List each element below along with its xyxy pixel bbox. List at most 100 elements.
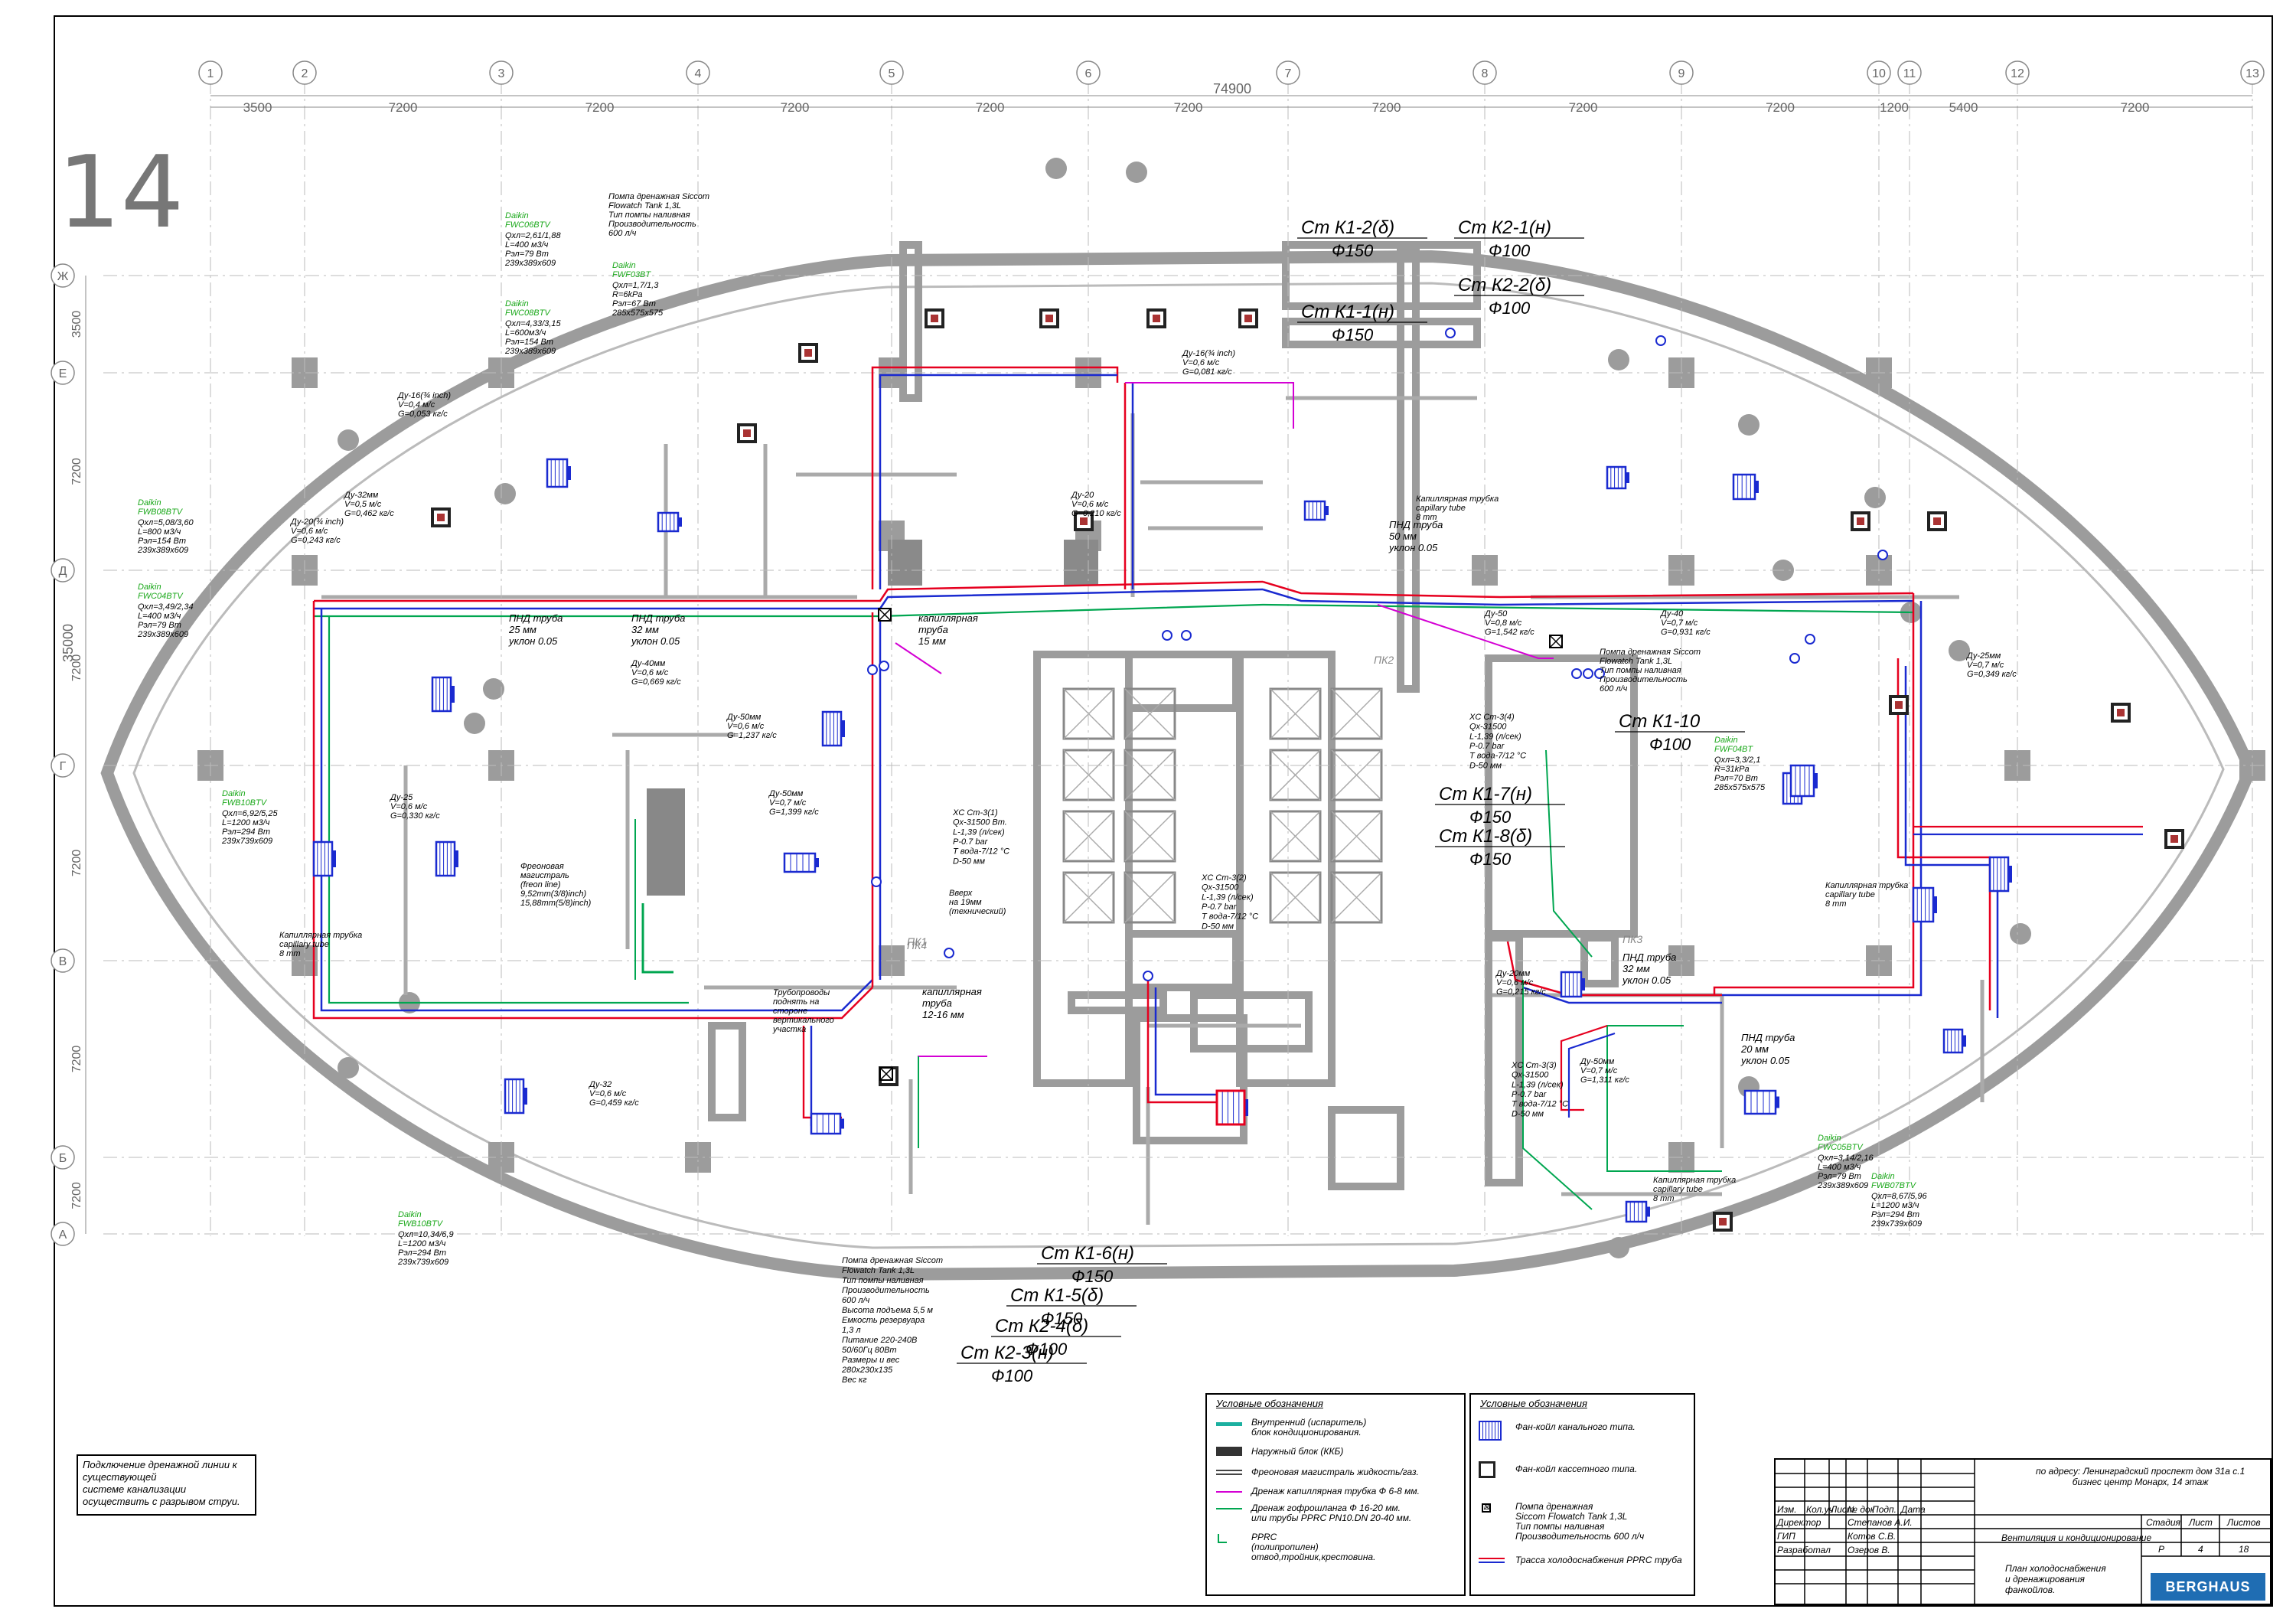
riser-diameter: Ф100 xyxy=(991,1366,1033,1385)
axis-number: 1 xyxy=(207,67,214,80)
duct-fancoil xyxy=(1789,764,1818,798)
core-wall xyxy=(1485,654,1638,938)
outdoor-unit-swatch xyxy=(1216,1447,1242,1456)
core-wall xyxy=(1133,1014,1247,1144)
lift-shaft-diag xyxy=(1124,688,1176,739)
lift-shaft-diag xyxy=(1270,688,1321,739)
lift-shaft xyxy=(1124,871,1176,924)
duct-fancoil-body xyxy=(1942,1028,1964,1054)
round-column xyxy=(2010,923,2031,945)
duct-fancoil-icon xyxy=(1479,1421,1502,1441)
axis-bubble xyxy=(489,60,514,85)
lift-shaft-diag xyxy=(1331,872,1382,923)
pump-x xyxy=(879,1067,893,1081)
valve xyxy=(871,876,882,887)
axis-number: 3 xyxy=(498,67,505,80)
supply-main-east xyxy=(1262,580,1914,599)
riser-label: Ст К2-1(н) xyxy=(1458,217,1551,238)
lift-shaft-diag xyxy=(1331,749,1382,801)
cassette-fancoil xyxy=(431,507,451,527)
duct-fancoil-body xyxy=(546,458,569,488)
legend-row-text: Наружный блок (ККБ) xyxy=(1251,1446,1344,1457)
legend-row-text: Внутренний (испаритель) блок кондиционир… xyxy=(1251,1417,1367,1438)
cassette-core xyxy=(2117,709,2125,716)
core-wall xyxy=(1580,934,1619,987)
duct-fancoil xyxy=(810,1112,844,1135)
axis-letter: Ж xyxy=(57,270,69,283)
building-walls xyxy=(100,158,2265,1281)
lift-shaft-diag xyxy=(1331,811,1382,862)
duct-fancoil-body xyxy=(1215,1089,1246,1126)
supply-south-east-drop xyxy=(1560,1024,1608,1111)
duct-fancoil-nozzle xyxy=(523,1088,527,1105)
axis-number: 12 xyxy=(2011,67,2024,80)
axis-letter: Е xyxy=(59,367,67,380)
axis-bubble xyxy=(1897,60,1922,85)
return-main-east xyxy=(1262,588,1914,606)
cassette-core xyxy=(1153,315,1160,322)
unit-model: FWF03BT xyxy=(612,270,651,279)
drain-se-riser xyxy=(1522,980,1593,1210)
span-dimension: 7200 xyxy=(1766,100,1795,115)
fire-cabinet-label: ПК1 xyxy=(907,935,927,948)
unit-model: FWB10BTV xyxy=(398,1219,444,1229)
shaft-block xyxy=(888,540,922,586)
cassette-fancoil xyxy=(1889,695,1909,715)
axis-number: 8 xyxy=(1482,67,1489,80)
duct-fancoil-nozzle xyxy=(1325,506,1329,515)
lift-shaft xyxy=(1330,810,1383,863)
duct-fancoil-nozzle xyxy=(332,850,336,867)
name-gip: Котов С.В. xyxy=(1848,1531,1896,1542)
duct-fancoil-nozzle xyxy=(455,850,458,867)
cassette-fancoil xyxy=(2164,829,2184,849)
lift-shaft-diag xyxy=(1270,872,1321,923)
span-dimension: 7200 xyxy=(1174,100,1203,115)
axis-bubble xyxy=(292,60,317,85)
unit-brand: Daikin xyxy=(138,583,161,592)
drain-swatch xyxy=(1216,1508,1242,1509)
unit-model: FWC08BTV xyxy=(505,308,551,318)
name-director: Степанов А.И. xyxy=(1848,1517,1913,1528)
capillary-swatch xyxy=(1216,1491,1242,1493)
valve xyxy=(1594,668,1605,679)
height-span-dim: 7200 xyxy=(70,1046,83,1073)
meeting-table xyxy=(647,788,685,896)
legend-row-text: Фан-койл кассетного типа. xyxy=(1515,1464,1638,1474)
height-span-dim: 7200 xyxy=(70,654,83,682)
drainage-note-text: Подключение дренажной линии к существующ… xyxy=(83,1459,240,1507)
lift-shaft xyxy=(1124,687,1176,740)
unit-model: FWF04BT xyxy=(1714,745,1753,754)
legend-row-text: PPRC (полипропилен) отвод,тройник,кресто… xyxy=(1251,1532,1376,1562)
duct-fancoil xyxy=(1303,500,1329,521)
drainage-note: Подключение дренажной линии к существующ… xyxy=(77,1454,256,1516)
duct-fancoil-body xyxy=(821,710,843,747)
core-wall xyxy=(1125,930,1240,991)
core-wall xyxy=(708,1022,746,1121)
hdr-doc: № док xyxy=(1848,1504,1875,1515)
duct-fancoil xyxy=(546,458,571,488)
axis-bubble xyxy=(51,263,75,288)
duct-fancoil xyxy=(1606,465,1629,490)
duct-fancoil-nozzle xyxy=(1933,896,1937,913)
hdr-date: Дата xyxy=(1901,1504,1926,1515)
cassette-core xyxy=(804,349,812,357)
unit-model: FWC06BTV xyxy=(505,220,551,230)
return-sw xyxy=(689,979,873,1012)
